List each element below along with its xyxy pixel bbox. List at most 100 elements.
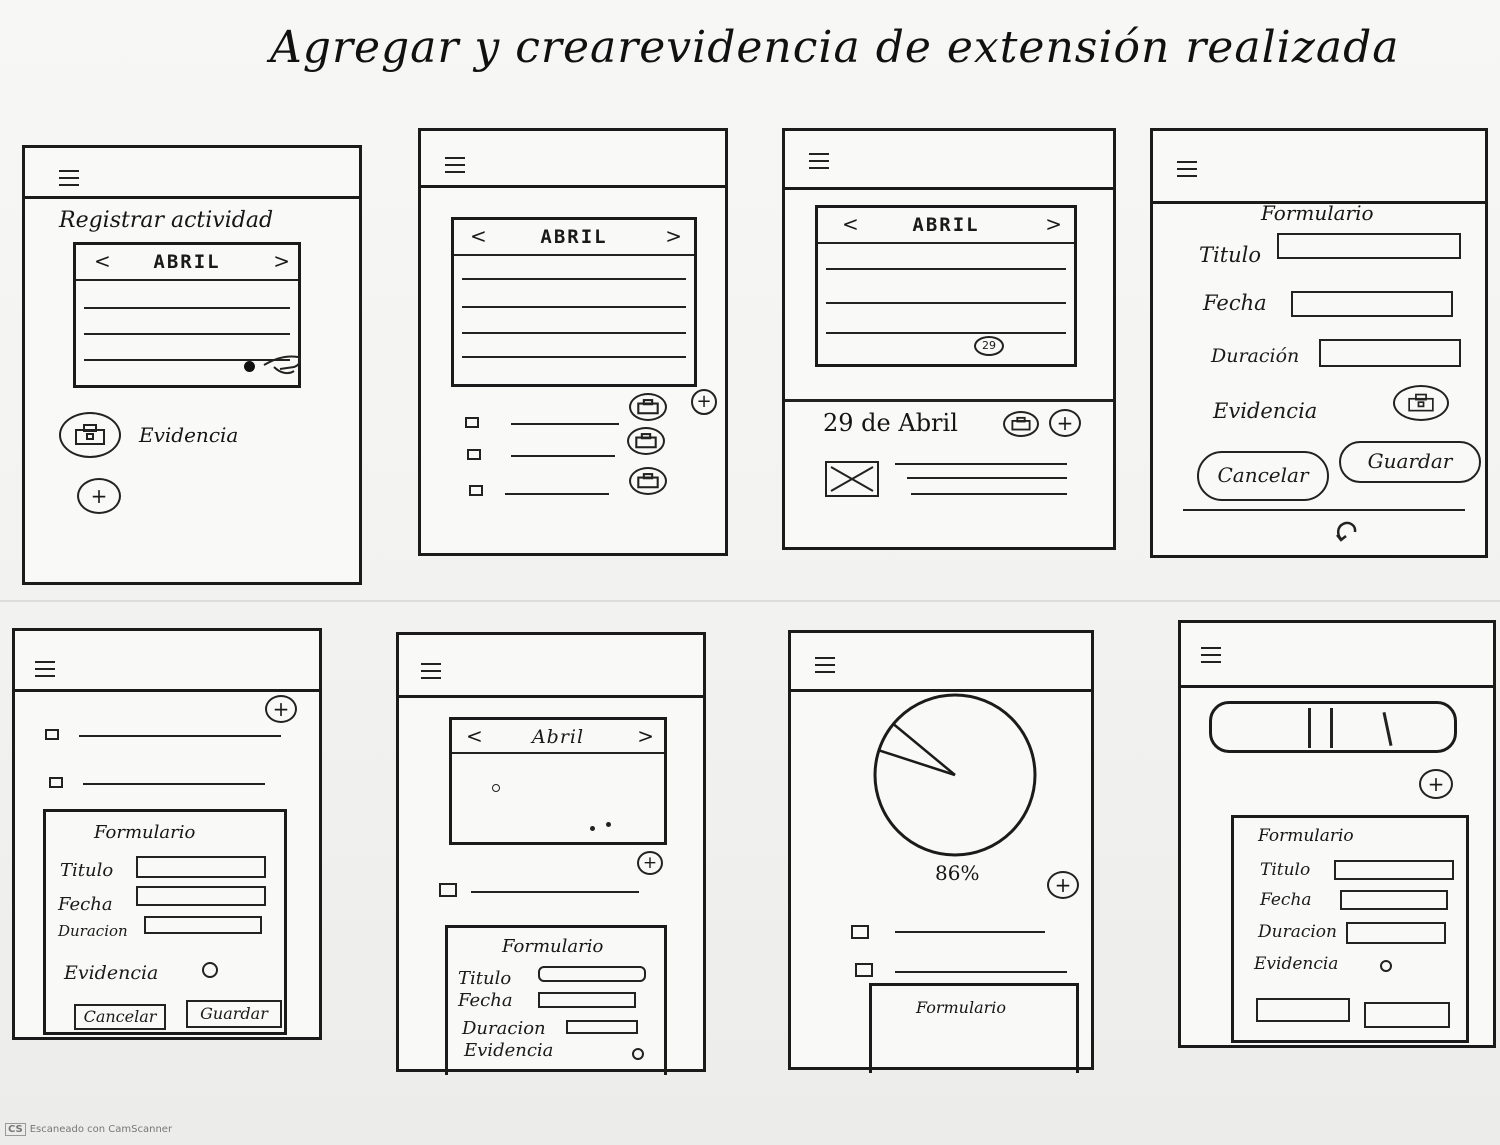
wireframe-8: + Formulario Titulo Fecha Duracion Evide… — [1178, 620, 1496, 1048]
next-month-button[interactable]: > — [665, 224, 682, 248]
list-item-line — [505, 493, 609, 495]
add-button[interactable]: + — [691, 389, 717, 415]
pie-slice-boundary — [878, 749, 956, 777]
next-month-button[interactable]: > — [1045, 212, 1062, 236]
save-button[interactable] — [1364, 1002, 1450, 1028]
wireframe-3: < ABRIL > 29 29 de Abril + — [782, 128, 1116, 550]
checkbox[interactable] — [465, 417, 479, 428]
form-title: Formulario — [502, 936, 604, 957]
prev-month-button[interactable]: < — [94, 249, 111, 273]
hamburger-menu-icon[interactable] — [445, 157, 465, 173]
wireframe-2: < ABRIL > + — [418, 128, 728, 556]
add-button[interactable]: + — [637, 851, 663, 875]
month-label: ABRIL — [540, 226, 608, 248]
date-field[interactable] — [1291, 291, 1453, 317]
duration-field[interactable] — [566, 1020, 638, 1034]
prev-month-button[interactable]: < — [466, 724, 483, 748]
header-bar — [399, 635, 703, 698]
calendar-day-dot[interactable] — [606, 822, 611, 827]
form-title: Formulario — [1258, 826, 1354, 846]
checkbox[interactable] — [851, 925, 869, 939]
prev-month-button[interactable]: < — [470, 224, 487, 248]
checkbox[interactable] — [467, 449, 481, 460]
wireframe-6: < Abril > + Formulario Titulo Fecha Dura… — [396, 632, 706, 1075]
hamburger-menu-icon[interactable] — [59, 170, 79, 186]
wireframe-5: + Formulario Titulo Fecha Duracion Evide… — [12, 628, 322, 1040]
next-month-button[interactable]: > — [273, 249, 290, 273]
add-button[interactable]: + — [1419, 769, 1453, 799]
cancel-button[interactable]: Cancelar — [74, 1004, 166, 1030]
header-bar — [25, 148, 359, 199]
save-button[interactable]: Guardar — [186, 1000, 282, 1028]
checkbox[interactable] — [439, 883, 457, 897]
page-title: Agregar y crearevidencia de extensión re… — [270, 22, 1400, 73]
calendar-header: < ABRIL > — [818, 208, 1074, 244]
duration-field[interactable] — [1346, 922, 1446, 944]
title-label: Titulo — [60, 860, 114, 881]
calendar: < Abril > — [449, 717, 667, 845]
date-label: Fecha — [1260, 890, 1312, 910]
duration-field[interactable] — [144, 916, 262, 934]
selected-day-dot[interactable] — [244, 361, 255, 372]
hamburger-menu-icon[interactable] — [809, 153, 829, 169]
calendar-day-dot[interactable] — [590, 826, 595, 831]
date-field[interactable] — [538, 992, 636, 1008]
add-button[interactable]: + — [265, 695, 297, 723]
checkbox[interactable] — [45, 729, 59, 740]
calendar-row — [826, 332, 1066, 334]
title-field[interactable] — [1277, 233, 1461, 259]
list-item-line — [83, 783, 265, 785]
evidence-button[interactable] — [629, 467, 667, 495]
list-item-line — [895, 931, 1045, 933]
next-month-button[interactable]: > — [637, 724, 654, 748]
toolbox-icon — [75, 424, 105, 445]
form-panel: Formulario Titulo Fecha Duracion Evidenc… — [43, 809, 287, 1035]
evidence-button[interactable] — [627, 427, 665, 455]
evidence-label: Evidencia — [139, 423, 239, 447]
evidence-button[interactable] — [629, 393, 667, 421]
evidence-label: Evidencia — [1254, 954, 1339, 974]
month-label: Abril — [531, 726, 585, 748]
duration-field[interactable] — [1319, 339, 1461, 367]
evidence-label: Evidencia — [464, 1040, 554, 1061]
calendar-day-dot[interactable] — [492, 784, 500, 792]
calendar-row — [84, 307, 290, 309]
add-button[interactable]: + — [77, 478, 121, 514]
save-button[interactable]: Guardar — [1339, 441, 1481, 483]
add-button[interactable]: + — [1049, 409, 1081, 437]
checkbox[interactable] — [855, 963, 873, 977]
prev-month-button[interactable]: < — [842, 212, 859, 236]
wireframe-1: Registrar actividad < ABRIL > Evidencia … — [22, 145, 362, 585]
calendar-row — [462, 332, 686, 334]
evidence-button[interactable] — [632, 1048, 644, 1060]
add-button[interactable]: + — [1047, 871, 1079, 899]
duration-label: Duracion — [58, 922, 128, 940]
cancel-button[interactable] — [1256, 998, 1350, 1022]
form-title: Formulario — [1261, 201, 1374, 225]
date-field[interactable] — [1340, 890, 1448, 910]
checkbox[interactable] — [469, 485, 483, 496]
evidence-button[interactable] — [1003, 411, 1039, 437]
refresh-icon[interactable] — [1333, 517, 1361, 545]
hamburger-menu-icon[interactable] — [1177, 161, 1197, 177]
paper-fold — [0, 600, 1500, 602]
form-title: Formulario — [94, 822, 196, 843]
evidence-button[interactable] — [202, 962, 218, 978]
form-panel: Formulario — [869, 983, 1079, 1073]
hamburger-menu-icon[interactable] — [35, 661, 55, 677]
evidence-button[interactable] — [1393, 385, 1449, 421]
hamburger-menu-icon[interactable] — [815, 657, 835, 673]
hamburger-menu-icon[interactable] — [1201, 647, 1221, 663]
evidence-button[interactable] — [1380, 960, 1392, 972]
selected-day-badge[interactable]: 29 — [974, 336, 1004, 356]
hamburger-menu-icon[interactable] — [421, 663, 441, 679]
section-divider — [1183, 509, 1465, 511]
checkbox[interactable] — [49, 777, 63, 788]
date-field[interactable] — [136, 886, 266, 906]
cancel-button[interactable]: Cancelar — [1197, 451, 1329, 501]
pie-outline — [873, 693, 1037, 857]
evidence-button[interactable] — [59, 412, 121, 458]
title-field[interactable] — [136, 856, 266, 878]
title-field[interactable] — [538, 966, 646, 982]
title-field[interactable] — [1334, 860, 1454, 880]
